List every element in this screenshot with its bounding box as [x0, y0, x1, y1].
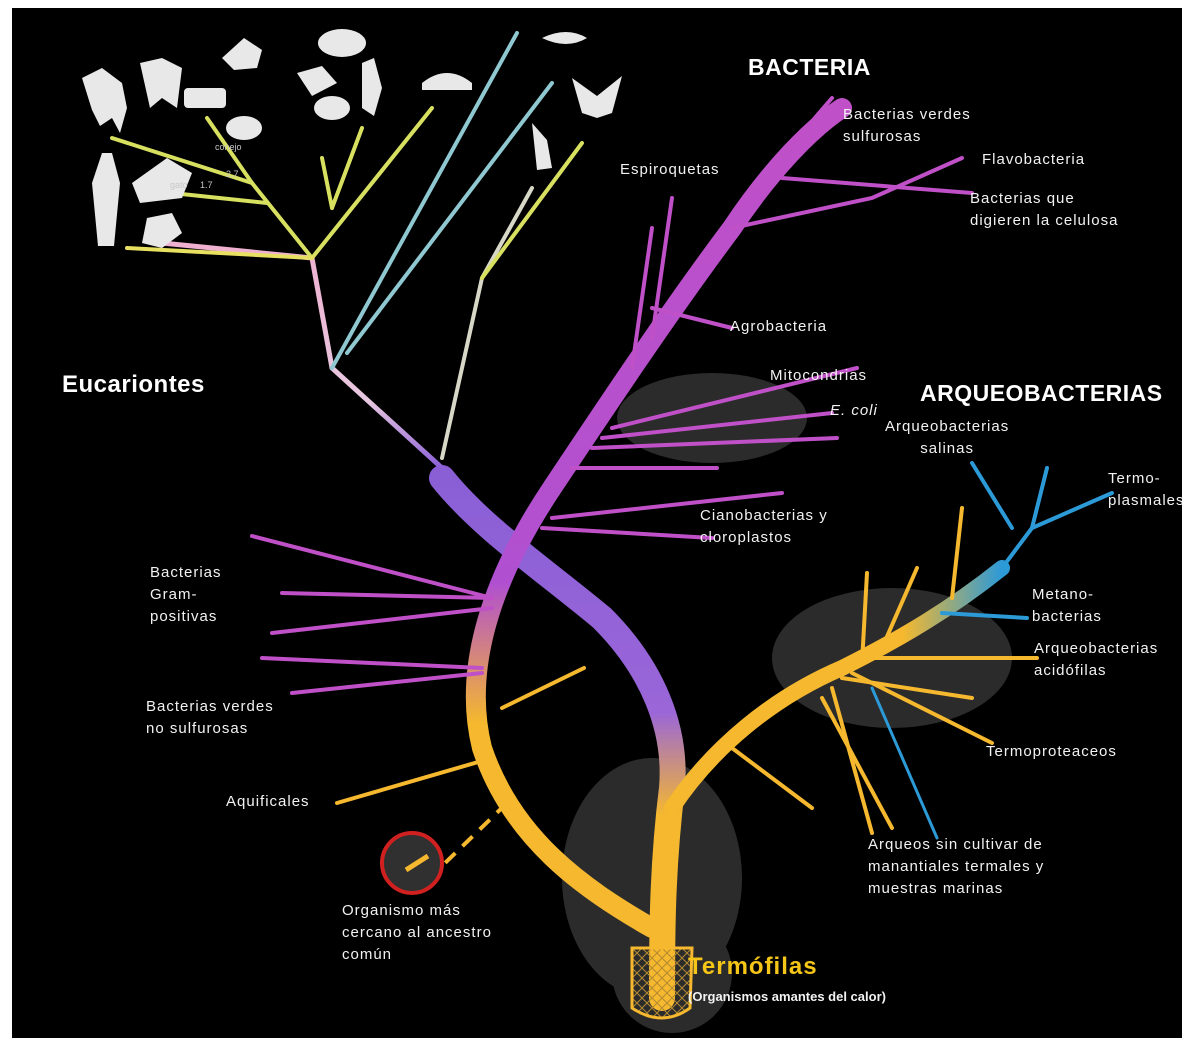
bird-icon [314, 96, 350, 120]
sheep-icon [318, 29, 366, 57]
animal-silhouettes [82, 29, 622, 248]
cow-icon [184, 88, 226, 108]
bacteria-title: BACTERIA [748, 56, 871, 78]
label-flavobacteria: Flavobacteria [982, 149, 1085, 171]
label-aquificales: Aquificales [226, 791, 310, 813]
label-mitochondria: Mitocondrias [770, 365, 867, 387]
eukaryotes-title: Eucariontes [62, 374, 205, 396]
label-distance-1-7: 1.7 [200, 174, 213, 196]
label-uncultured-archaea: Arqueos sin cultivar de manantiales term… [868, 834, 1044, 900]
thermophiles-subtitle: (Organismos amantes del calor) [688, 986, 886, 1008]
root [632, 948, 692, 1018]
label-rabbit: conejo [215, 136, 242, 158]
label-cellulose-digesters: Bacterias que digieren la celulosa [970, 188, 1118, 232]
horse-icon [82, 68, 127, 133]
donkey-icon [140, 58, 182, 108]
label-methanogens: Metano- bacterias [1032, 584, 1102, 628]
dove-icon [297, 66, 337, 96]
label-spirochetes: Espiroquetas [620, 159, 720, 181]
turtle-icon [422, 73, 472, 90]
label-ecoli: E. coli [830, 400, 878, 422]
label-gram-positive: Bacterias Gram- positivas [150, 562, 222, 628]
label-green-sulfur: Bacterias verdes sulfurosas [843, 104, 971, 148]
squid-icon [532, 123, 552, 170]
label-cat: gato [170, 174, 188, 196]
label-halophiles: Arqueobacterias salinas [885, 416, 1009, 460]
penguin-icon [362, 58, 382, 116]
kangaroo-icon [222, 38, 262, 70]
thermophiles-title: Termófilas [688, 956, 818, 978]
common-ancestor-marker [382, 803, 507, 893]
eukaryote-branches [112, 33, 582, 468]
label-agrobacteria: Agrobacteria [730, 316, 827, 338]
bacteria-orange-branches [337, 668, 584, 803]
butterfly-icon [572, 76, 622, 118]
human-icon [92, 153, 120, 246]
label-cyanobacteria: Cianobacterias y cloroplastos [700, 505, 828, 549]
label-green-nonsulfur: Bacterias verdes no sulfurosas [146, 696, 274, 740]
label-distance-2-7: 2.7 [226, 163, 239, 185]
fish-icon [542, 32, 587, 44]
tree-of-life-canvas: Eucariontes BACTERIA ARQUEOBACTERIAS Bac… [12, 8, 1182, 1038]
label-thermoproteales: Termoproteaceos [986, 741, 1117, 763]
label-acidophiles: Arqueobacterias acidófilas [1034, 638, 1158, 682]
label-common-ancestor: Organismo más cercano al ancestro común [342, 900, 492, 966]
label-thermoplasmales: Termo- plasmales [1108, 468, 1182, 512]
archaea-title: ARQUEOBACTERIAS [920, 382, 1163, 404]
